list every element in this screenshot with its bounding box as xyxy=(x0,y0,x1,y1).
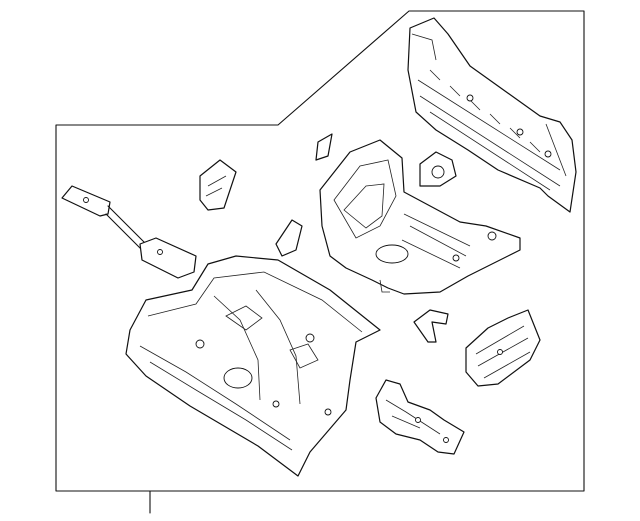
rail-icon xyxy=(61,185,197,279)
diagram-frame xyxy=(55,10,585,492)
upper-floor-pan-icon xyxy=(319,139,521,295)
rear-panel-icon xyxy=(407,17,577,213)
hook-clip-icon xyxy=(413,309,449,343)
clip-icon xyxy=(315,133,333,161)
gusset-icon xyxy=(419,151,457,187)
lower-bracket-icon xyxy=(375,379,465,455)
post-bracket-icon xyxy=(275,219,303,257)
main-floor-pan-icon xyxy=(125,255,381,477)
bracket-icon xyxy=(199,159,237,211)
side-panel-icon xyxy=(465,309,541,387)
